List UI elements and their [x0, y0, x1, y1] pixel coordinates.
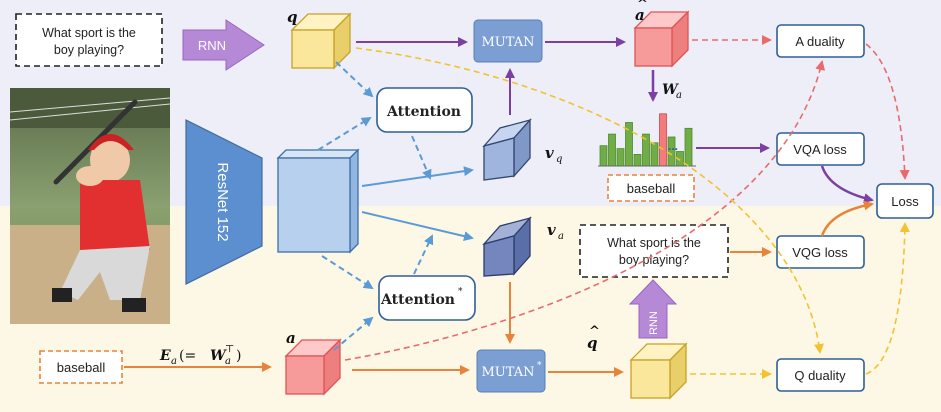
mutan-top-label: MUTAN [482, 35, 535, 50]
symbol-w2-sup: ⊤ [225, 344, 234, 355]
arrow-attention-to-vq [411, 135, 432, 180]
arrow-a-to-aduality [344, 60, 826, 361]
rnn-top-label: RNN [198, 38, 226, 53]
mutan-bottom-label: MUTAN [482, 365, 535, 380]
symbol-vq-sub: q [556, 154, 562, 165]
symbol-q-hat-caret: ^ [589, 324, 600, 339]
a-hat-cuboid [633, 10, 690, 68]
a-duality-box [776, 24, 865, 58]
question-top-line1: What sport is the [42, 26, 136, 40]
va-cuboid [482, 216, 532, 277]
vqa-loss-box [776, 132, 865, 166]
arrow-q-to-qduality [355, 47, 824, 354]
symbol-e-sub: a [171, 356, 177, 367]
question-box-top [15, 13, 163, 67]
question-box-bottom [579, 224, 729, 278]
resnet-block [185, 119, 263, 285]
symbol-a: a [286, 329, 296, 347]
ea-formula: E a (= W a ⊤ ) [159, 344, 241, 367]
arrow-feat-to-vq [361, 166, 474, 187]
rnn-bottom-label: RNN [648, 311, 660, 335]
loss-label: Loss [891, 194, 919, 209]
symbol-vq: v [545, 144, 554, 162]
input-photo [9, 88, 171, 324]
histogram-bar [608, 133, 616, 167]
histogram-dots: ... [668, 139, 678, 153]
histogram-bar [633, 153, 642, 167]
histogram-bar [684, 127, 693, 167]
histogram-bar [650, 142, 659, 167]
arrow-feat-to-va [361, 211, 474, 242]
symbol-w2-sub: a [225, 356, 231, 367]
answer-input-box [39, 350, 123, 384]
q-hat-cuboid [629, 342, 688, 400]
attention-top-label: Attention [386, 104, 461, 120]
histogram-bar-highlight [659, 113, 667, 167]
histogram-bar [616, 148, 625, 167]
arrow-attention-b-to-va [413, 234, 434, 275]
vqg-loss-box [776, 235, 865, 269]
q-duality-label: Q duality [794, 368, 846, 383]
attention-bottom-star: * [458, 287, 463, 297]
question-top-line2: boy playing? [54, 43, 124, 57]
vq-cuboid [482, 118, 532, 181]
a-duality-label: A duality [795, 34, 845, 49]
rnn-arrow-bottom [628, 279, 678, 339]
vqg-loss-label: VQG loss [792, 245, 848, 260]
arrow-qduality-to-loss [865, 222, 910, 375]
arrow-feat-to-attention [317, 116, 372, 151]
symbol-a-hat-caret: ^ [637, 0, 648, 12]
arrow-q-to-attention [335, 61, 374, 98]
mutan-top-box [473, 19, 543, 63]
symbol-va: v [547, 221, 556, 239]
symbol-paren-eq: (= [179, 348, 196, 364]
attention-bottom-label: Attention [380, 292, 455, 308]
predicted-answer-box [607, 174, 695, 202]
symbol-q-hat: q [587, 334, 598, 352]
symbol-w-sub: a [676, 90, 682, 101]
answer-input: baseball [57, 360, 106, 375]
question-bottom-line1: What sport is the [607, 236, 701, 250]
symbol-w2: W [210, 348, 227, 364]
attention-bottom-box [378, 275, 476, 321]
arrow-vqa-to-loss [820, 165, 874, 204]
resnet-label: ResNet 152 [214, 162, 231, 241]
symbol-w: W [662, 82, 679, 98]
arrow-a-to-attention-b [333, 316, 374, 351]
rnn-arrow-top [182, 19, 265, 71]
predicted-answer: baseball [627, 181, 676, 196]
arrow-aduality-to-loss [865, 43, 910, 180]
symbol-e: E [159, 348, 171, 364]
loss-box [876, 183, 934, 219]
mutan-bottom-star: * [537, 361, 542, 371]
vqa-loss-label: VQA loss [793, 142, 847, 157]
q-feature-cuboid [290, 12, 352, 70]
mutan-bottom-box [476, 349, 546, 393]
a-cuboid [284, 338, 342, 396]
q-duality-box [776, 358, 865, 392]
symbol-va-sub: a [558, 231, 564, 242]
histogram-bar [599, 145, 608, 167]
question-bottom-line2: boy playing? [619, 253, 689, 267]
feature-map-cuboid [276, 148, 360, 254]
symbol-a-hat: a [635, 6, 645, 24]
symbol-q: q [287, 8, 298, 26]
symbol-close-paren: ) [236, 348, 241, 364]
attention-top-box [376, 87, 473, 133]
arrow-vqg-to-loss [820, 200, 874, 237]
